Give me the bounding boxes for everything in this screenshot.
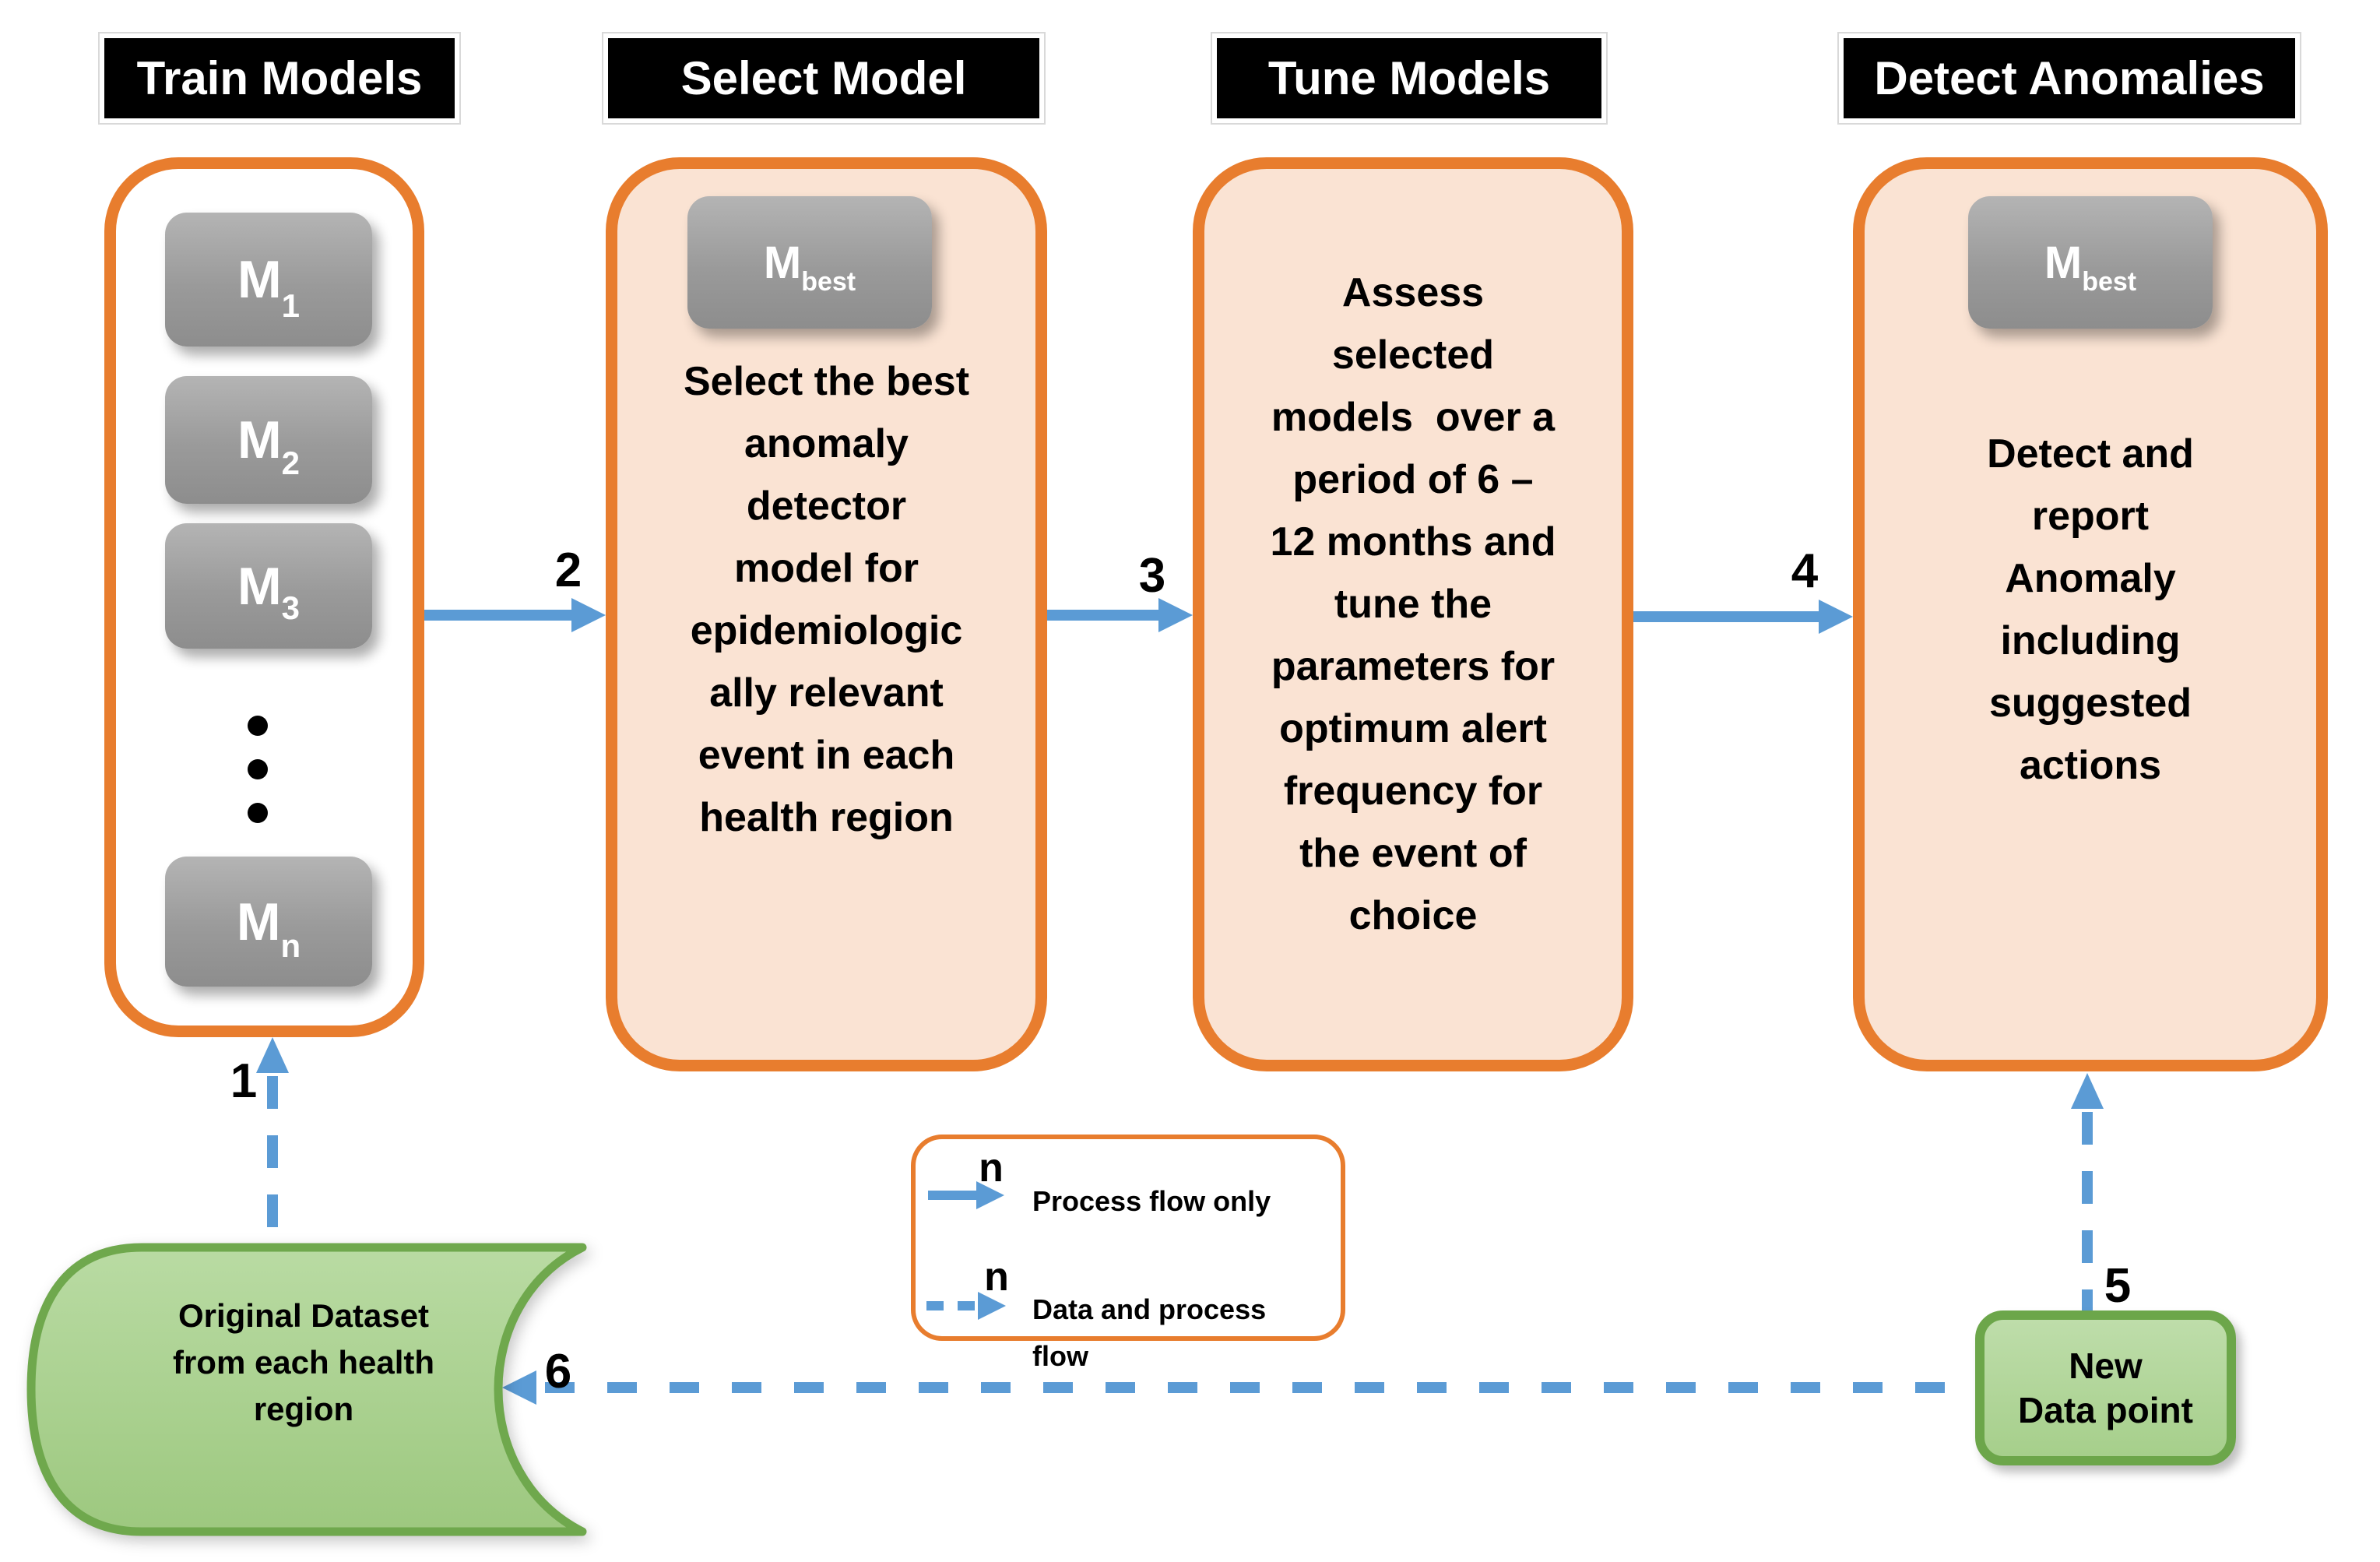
new-data-point-box: New Data point (1975, 1310, 2236, 1465)
header-tune-models-label: Tune Models (1267, 52, 1551, 104)
detect-text-line: Detect and (1987, 431, 2194, 477)
ellipsis-dot-1 (248, 716, 268, 736)
detect-text-line: report (2031, 494, 2150, 539)
ellipsis-dot-2 (248, 759, 268, 779)
original-dataset-cylinder (26, 1243, 587, 1536)
tune-models-box (1193, 157, 1633, 1071)
tune-text-line: parameters for (1271, 644, 1556, 689)
cylinder-shape (26, 1243, 587, 1536)
model-mn-label: M (236, 892, 281, 952)
model-m1-label: M (237, 250, 282, 309)
select-text-line: anomaly (744, 421, 909, 466)
ellipsis-dot-3 (248, 803, 268, 823)
process-arrow-4-head-icon (1819, 600, 1853, 634)
select-text-line: Select the best (683, 359, 970, 404)
step-label-2: 2 (554, 544, 582, 597)
legend-label-process-flow: Process flow only (1032, 1185, 1271, 1217)
detect-text-line: suggested (1988, 681, 2192, 726)
select-text-line: event in each (698, 733, 955, 778)
header-detect-anomalies-label: Detect Anomalies (1874, 52, 2265, 104)
select-model-text: Select the best anomaly detector model f… (613, 350, 1039, 849)
data-arrow-5-head-icon (2071, 1073, 2104, 1109)
tune-text-line: period of 6 – (1292, 457, 1534, 502)
process-arrow-3-head-icon (1158, 598, 1193, 632)
detect-text-line: actions (2019, 743, 2162, 788)
select-text-line: detector (746, 484, 907, 529)
new-data-point-line: New (2069, 1345, 2143, 1386)
step-label-3: 3 (1138, 549, 1166, 603)
model-m2-sub: 2 (281, 445, 300, 481)
tune-text-line: choice (1348, 893, 1478, 938)
step-label-5: 5 (2104, 1259, 2132, 1313)
legend-label-data-flow: Data and process flow (1032, 1293, 1267, 1372)
new-data-point-line: Data point (2018, 1389, 2193, 1430)
model-m2-label: M (237, 410, 282, 470)
select-text-line: ally relevant (709, 670, 944, 716)
tune-text-line: models over a (1271, 395, 1556, 440)
mbest-select-label: M (763, 237, 802, 288)
data-arrow-6-head-icon (502, 1370, 536, 1405)
step-label-6: 6 (544, 1345, 572, 1398)
tune-text-line: optimum alert (1279, 706, 1547, 751)
cylinder-text-line: from each health (172, 1344, 435, 1381)
detect-text-line: including (2000, 618, 2181, 663)
legend-solid-arrow-shaft (928, 1191, 978, 1200)
mbest-select-sub: best (801, 267, 856, 297)
mbest-detect-label: M (2044, 237, 2083, 288)
data-arrow-6-shaft (545, 1382, 1975, 1393)
model-m1-sub: 1 (281, 287, 300, 324)
tune-models-text: Assess selected models over a period of … (1201, 262, 1626, 947)
process-arrow-2-shaft (424, 610, 573, 621)
legend-dashed-arrow-head-icon (978, 1292, 1006, 1320)
mbest-detect-sub: best (2082, 267, 2137, 297)
tune-text-line: the event of (1299, 831, 1527, 876)
cylinder-text: Original Dataset from each health region (70, 1293, 537, 1433)
data-arrow-1-shaft (267, 1076, 278, 1246)
legend-dashed-arrow-shaft (926, 1301, 978, 1310)
header-detect-anomalies: Detect Anomalies (1837, 32, 2301, 125)
tune-text-line: Assess (1341, 270, 1485, 315)
tune-text-line: tune the (1334, 582, 1492, 627)
cylinder-text-line: region (253, 1391, 354, 1427)
detect-anomalies-text: Detect and report Anomaly including sugg… (1861, 423, 2320, 797)
header-select-model-label: Select Model (680, 52, 967, 104)
header-tune-models: Tune Models (1211, 32, 1608, 125)
step-label-1: 1 (230, 1054, 258, 1108)
process-arrow-4-shaft (1633, 611, 1820, 622)
header-select-model: Select Model (602, 32, 1046, 125)
model-m3-label: M (237, 556, 282, 616)
data-arrow-1-head-icon (256, 1037, 289, 1073)
tune-text-line: 12 months and (1270, 519, 1556, 565)
model-m3-sub: 3 (281, 589, 300, 626)
select-text-line: model for (734, 546, 919, 591)
tune-text-line: frequency for (1283, 769, 1543, 814)
data-arrow-5-shaft (2082, 1112, 2093, 1310)
legend-n-data: n (984, 1254, 1009, 1300)
process-arrow-2-head-icon (571, 598, 606, 632)
header-train-models: Train Models (98, 32, 461, 125)
detect-text-line: Anomaly (2005, 556, 2176, 601)
select-text-line: epidemiologic (690, 608, 963, 653)
select-text-line: health region (699, 795, 954, 840)
model-mn-sub: n (280, 927, 301, 964)
legend-solid-arrow-head-icon (976, 1181, 1004, 1209)
cylinder-text-line: Original Dataset (178, 1297, 430, 1334)
process-arrow-3-shaft (1047, 610, 1160, 621)
header-train-models-label: Train Models (136, 52, 423, 104)
tune-text-line: selected (1331, 332, 1495, 378)
step-label-4: 4 (1791, 544, 1819, 598)
